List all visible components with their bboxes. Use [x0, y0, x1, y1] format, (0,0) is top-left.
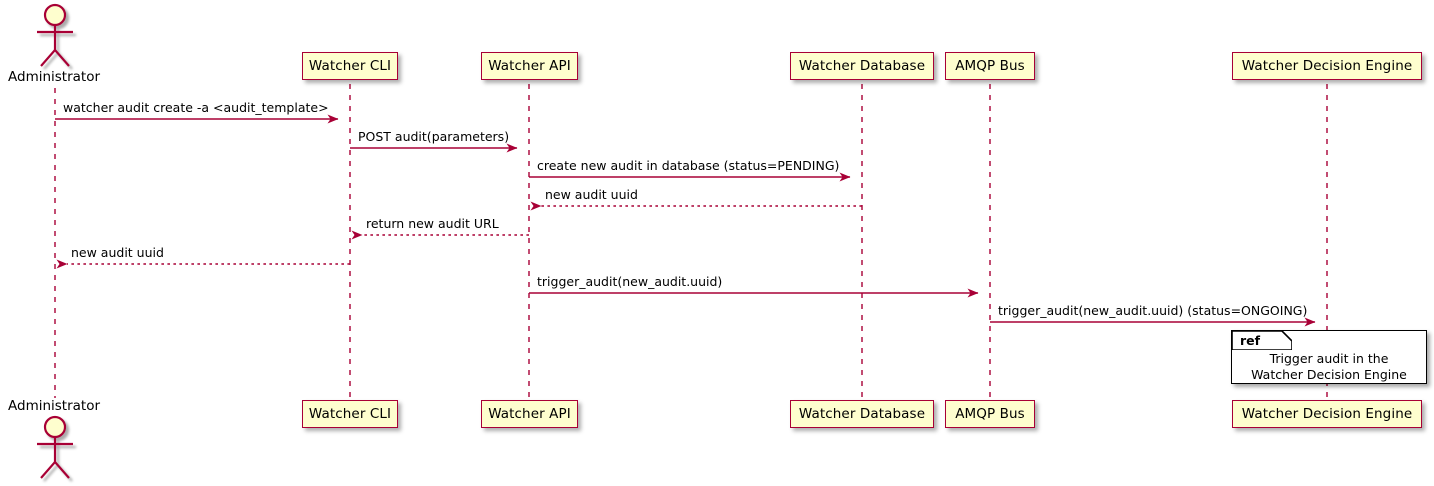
actor-label-top: Administrator — [8, 69, 101, 85]
actor-label-bottom: Administrator — [8, 398, 101, 414]
actor-figure-top — [37, 3, 73, 67]
message-label-8: trigger_audit(new_audit.uuid) (status=ON… — [998, 303, 1308, 318]
actor-figure-bottom — [37, 415, 73, 479]
participant-box-watcher-cli-top[interactable]: Watcher CLI — [302, 52, 398, 80]
participant-box-watcher-api-top[interactable]: Watcher API — [481, 52, 578, 80]
participant-box-watcher-decision-engine-top[interactable]: Watcher Decision Engine — [1232, 52, 1422, 80]
ref-body-line-2: Watcher Decision Engine — [1251, 367, 1407, 382]
participant-box-watcher-database-bottom[interactable]: Watcher Database — [790, 400, 934, 428]
participant-box-watcher-api-bottom[interactable]: Watcher API — [481, 400, 578, 428]
ref-tab-shape — [1232, 331, 1292, 350]
ref-body-text: Trigger audit in the Watcher Decision En… — [1232, 351, 1426, 383]
message-arrows — [55, 114, 1316, 327]
participant-box-watcher-decision-engine-bottom[interactable]: Watcher Decision Engine — [1232, 400, 1422, 428]
message-label-6: new audit uuid — [71, 245, 164, 260]
message-label-7: trigger_audit(new_audit.uuid) — [537, 274, 723, 289]
message-label-2: POST audit(parameters) — [358, 129, 510, 144]
lifelines — [54, 84, 1328, 398]
ref-keyword-label: ref — [1240, 333, 1261, 348]
message-label-5: return new audit URL — [366, 216, 499, 231]
participant-box-amqp-bus-bottom[interactable]: AMQP Bus — [945, 400, 1035, 428]
message-label-1: watcher audit create -a <audit_template> — [63, 100, 329, 115]
participant-box-amqp-bus-top[interactable]: AMQP Bus — [945, 52, 1035, 80]
message-label-4: new audit uuid — [545, 187, 638, 202]
ref-fragment: ref Trigger audit in the Watcher Decisio… — [1231, 330, 1427, 384]
participant-box-watcher-cli-bottom[interactable]: Watcher CLI — [302, 400, 398, 428]
ref-body-line-1: Trigger audit in the — [1269, 351, 1389, 366]
message-label-3: create new audit in database (status=PEN… — [537, 158, 840, 173]
participant-box-watcher-database-top[interactable]: Watcher Database — [790, 52, 934, 80]
